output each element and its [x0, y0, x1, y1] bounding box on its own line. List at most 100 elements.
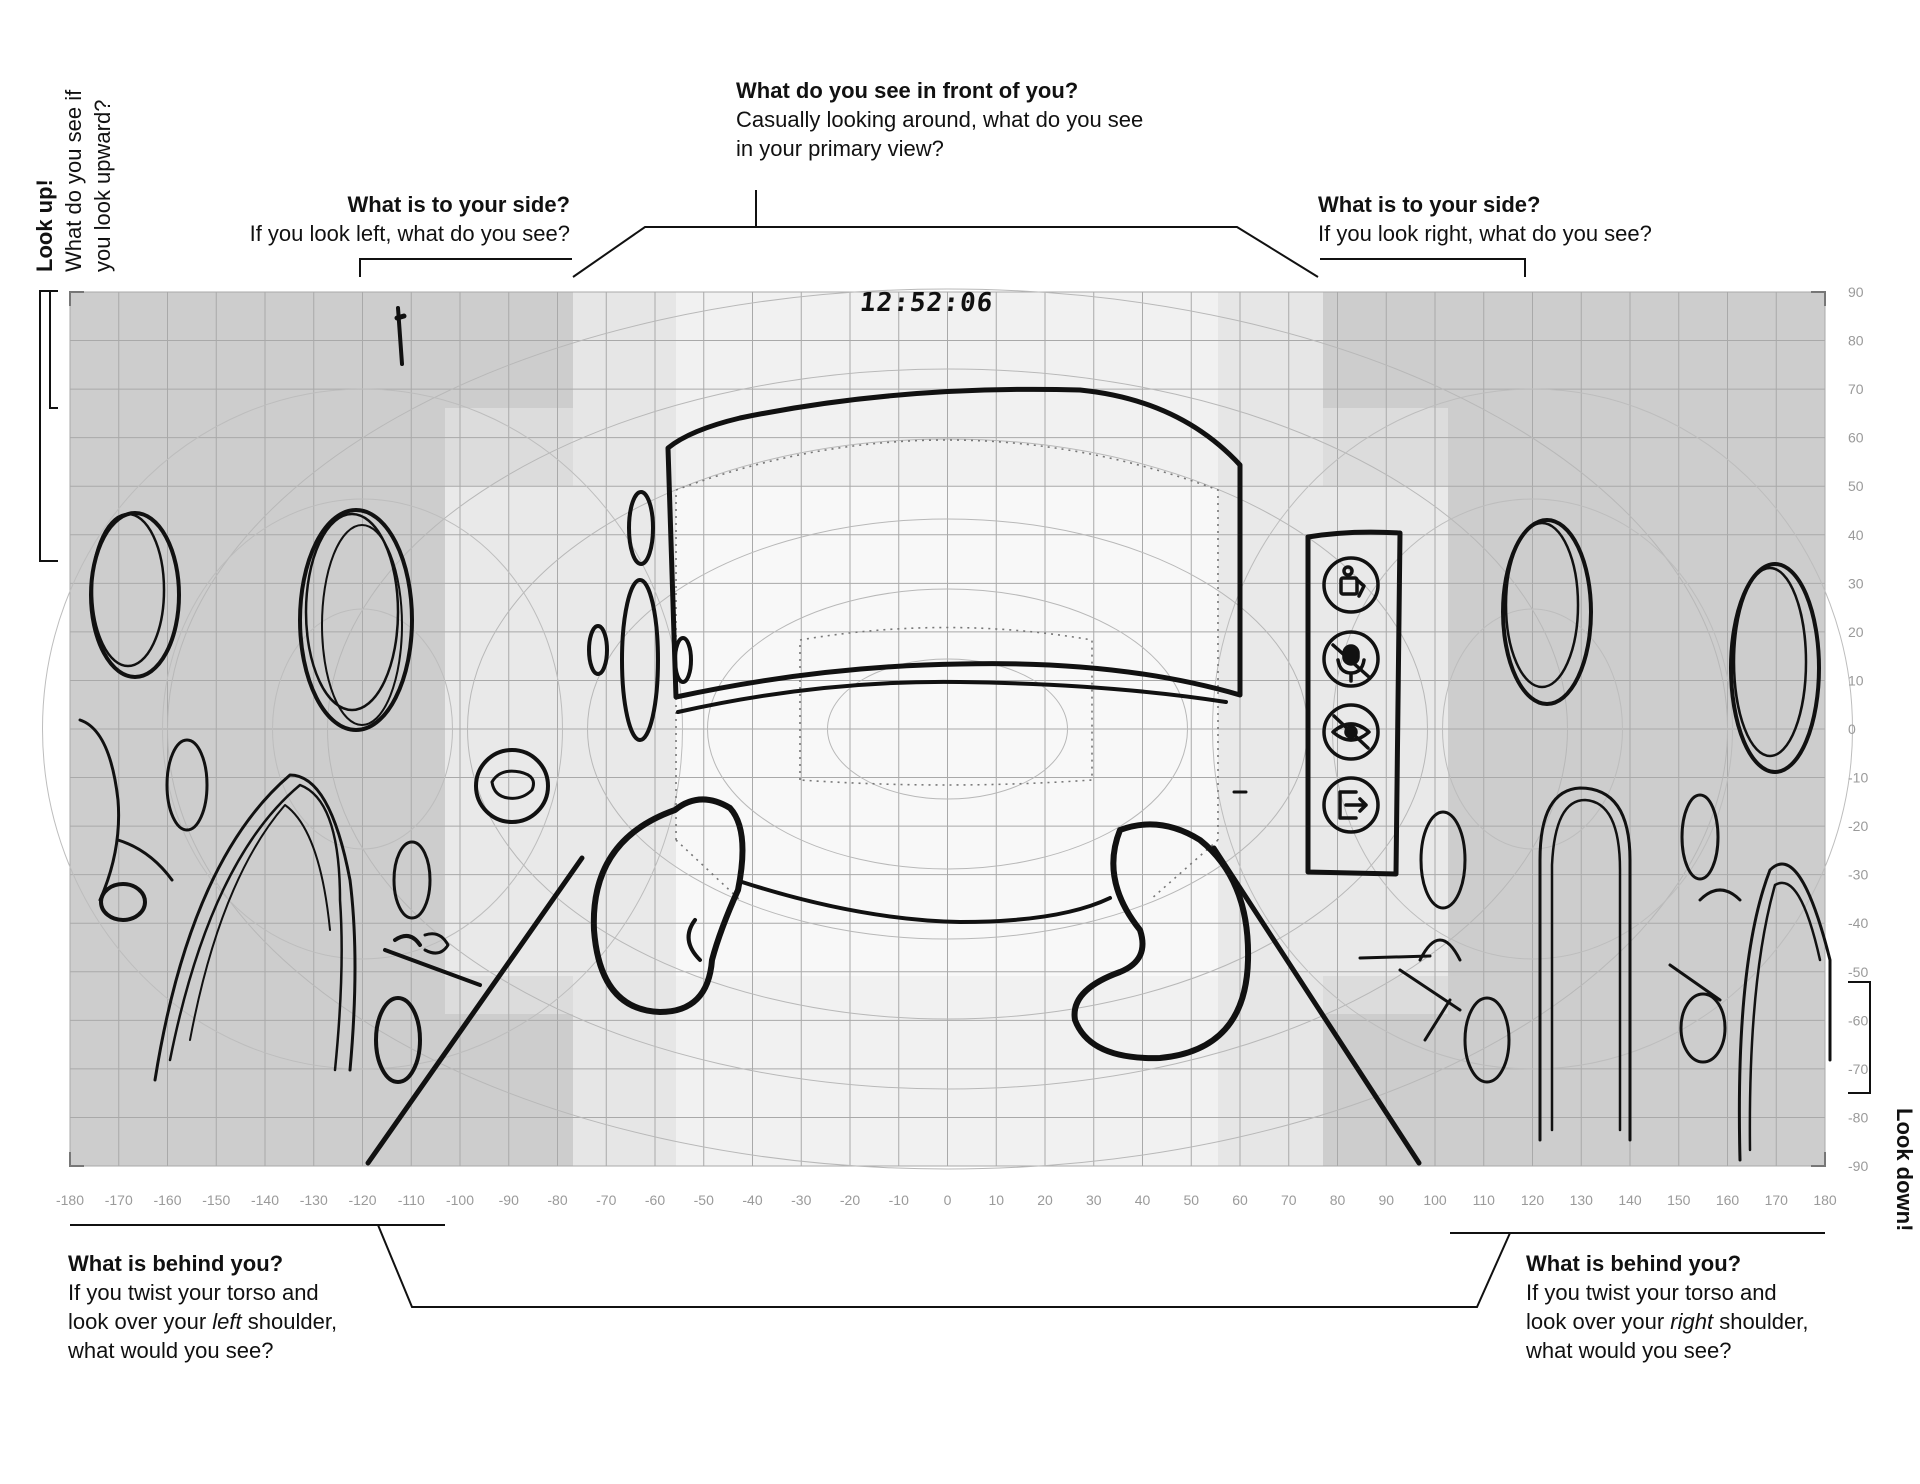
x-tick-label: 70 — [1281, 1192, 1297, 1208]
exit-icon[interactable] — [1322, 776, 1380, 834]
behind-left-question-heading: What is behind you? — [68, 1251, 284, 1276]
look-down-bracket — [1848, 981, 1871, 1094]
y-tick-label: 30 — [1848, 575, 1864, 591]
x-tick-label: 0 — [944, 1192, 952, 1208]
corner-mark-bl — [69, 1152, 84, 1167]
behind-right-question: What is behind you? If you twist your to… — [1526, 1249, 1809, 1365]
behind-right-text-before: If you twist your torso and look over yo… — [1526, 1280, 1777, 1334]
left-side-bracket — [359, 258, 572, 277]
muted-microphone-icon[interactable] — [1322, 630, 1380, 688]
front-question-heading: What do you see in front of you? — [736, 78, 1079, 103]
x-tick-label: -110 — [398, 1192, 425, 1208]
dotted-frame-outer — [675, 439, 1219, 840]
right-oval-2b — [1732, 566, 1808, 758]
x-tick-label: -40 — [742, 1192, 762, 1208]
projection-arc — [707, 588, 1188, 870]
x-tick-label: 150 — [1667, 1192, 1691, 1208]
x-tick-label: 20 — [1037, 1192, 1053, 1208]
x-tick-label: -130 — [300, 1192, 328, 1208]
right-oval-1b — [1504, 521, 1580, 689]
right-side-question: What is to your side? If you look right,… — [1318, 190, 1652, 248]
desk-left-leg — [365, 855, 585, 1166]
right-arch — [1737, 862, 1832, 1162]
y-tick-label: -40 — [1848, 915, 1868, 931]
right-desk-line — [1358, 954, 1722, 1012]
right-door-2 — [1550, 798, 1622, 1132]
right-side-question-heading: What is to your side? — [1318, 192, 1541, 217]
y-tick-label: -50 — [1848, 964, 1868, 980]
small-figure-dot — [394, 313, 407, 321]
left-side-question: What is to your side? If you look left, … — [170, 190, 570, 248]
speaker-dot-left — [587, 624, 609, 676]
y-tick-label: 60 — [1848, 430, 1864, 446]
side-panel — [1305, 529, 1403, 877]
x-tick-label: -20 — [840, 1192, 860, 1208]
x-tick-label: 50 — [1183, 1192, 1199, 1208]
look-up-bracket-outer — [39, 290, 58, 562]
left-cup — [423, 932, 450, 955]
dotted-frames — [675, 439, 1219, 901]
person-card-icon[interactable] — [1322, 556, 1380, 614]
projection-arc — [467, 438, 1428, 1020]
left-desk-line — [383, 934, 482, 987]
x-tick-label: 80 — [1330, 1192, 1346, 1208]
x-tick-label: -150 — [202, 1192, 230, 1208]
corner-mark-tl — [69, 291, 84, 306]
corner-mark-tr — [1811, 291, 1826, 306]
right-oval-small-2 — [1680, 793, 1720, 881]
x-tick-label: -160 — [153, 1192, 181, 1208]
right-oval-small-4 — [1679, 992, 1727, 1064]
left-side-question-heading: What is to your side? — [347, 192, 570, 217]
left-oval-bottom — [374, 996, 422, 1084]
desk-edge — [740, 880, 1112, 924]
speaker-dot-right — [673, 636, 693, 684]
behind-left-emphasis: left — [212, 1309, 242, 1334]
projection-arc-side — [272, 608, 453, 850]
x-tick-label: 90 — [1378, 1192, 1394, 1208]
x-tick-label: -170 — [105, 1192, 133, 1208]
x-tick-label: 140 — [1618, 1192, 1642, 1208]
x-tick-label: -180 — [56, 1192, 84, 1208]
y-tick-label: 40 — [1848, 527, 1864, 543]
x-tick-label: -70 — [596, 1192, 616, 1208]
x-tick-label: -50 — [694, 1192, 714, 1208]
x-tick-label: 170 — [1765, 1192, 1789, 1208]
projection-arc — [827, 658, 1068, 800]
x-tick-label: 180 — [1813, 1192, 1837, 1208]
side-panel-icons — [1322, 556, 1380, 834]
y-tick-label: -90 — [1848, 1158, 1868, 1174]
x-tick-label: 60 — [1232, 1192, 1248, 1208]
corner-marks — [69, 291, 1826, 1167]
left-side-question-text: If you look left, what do you see? — [249, 221, 570, 246]
x-tick-label: -30 — [791, 1192, 811, 1208]
x-tick-label: -140 — [251, 1192, 279, 1208]
projection-arc-side — [162, 498, 563, 960]
x-tick-label: -120 — [348, 1192, 376, 1208]
chat-bubble-inner — [490, 769, 535, 800]
right-oval-2 — [1729, 562, 1821, 774]
left-arch — [153, 773, 357, 1082]
main-screen-bottom-edge — [676, 679, 1228, 714]
behind-bracket — [70, 1224, 1825, 1308]
look-up-bracket — [49, 290, 58, 409]
left-arch-3 — [189, 804, 331, 1041]
behind-left-text-before: If you twist your torso and look over yo… — [68, 1280, 319, 1334]
main-screen — [665, 386, 1243, 700]
y-tick-label: 10 — [1848, 672, 1864, 688]
hidden-eye-icon[interactable] — [1322, 703, 1380, 761]
right-side-question-text: If you look right, what do you see? — [1318, 221, 1652, 246]
behind-left-question: What is behind you? If you twist your to… — [68, 1249, 337, 1365]
y-axis-ticks: 9080706050403020100-10-20-30-40-50-60-70… — [1848, 284, 1868, 1174]
behind-left-question-text: If you twist your torso and look over yo… — [68, 1278, 337, 1365]
left-oval-2 — [298, 508, 414, 732]
projection-arc-side — [1332, 498, 1733, 960]
projection-arcs — [42, 288, 1853, 1170]
projection-arc-side — [42, 388, 683, 1070]
y-tick-label: 70 — [1848, 381, 1864, 397]
corner-mark-br — [1811, 1152, 1826, 1167]
x-tick-label: 130 — [1570, 1192, 1594, 1208]
x-tick-label: -100 — [446, 1192, 474, 1208]
left-person-head — [392, 840, 432, 920]
projection-arc — [167, 288, 1728, 1170]
x-tick-label: 160 — [1716, 1192, 1740, 1208]
